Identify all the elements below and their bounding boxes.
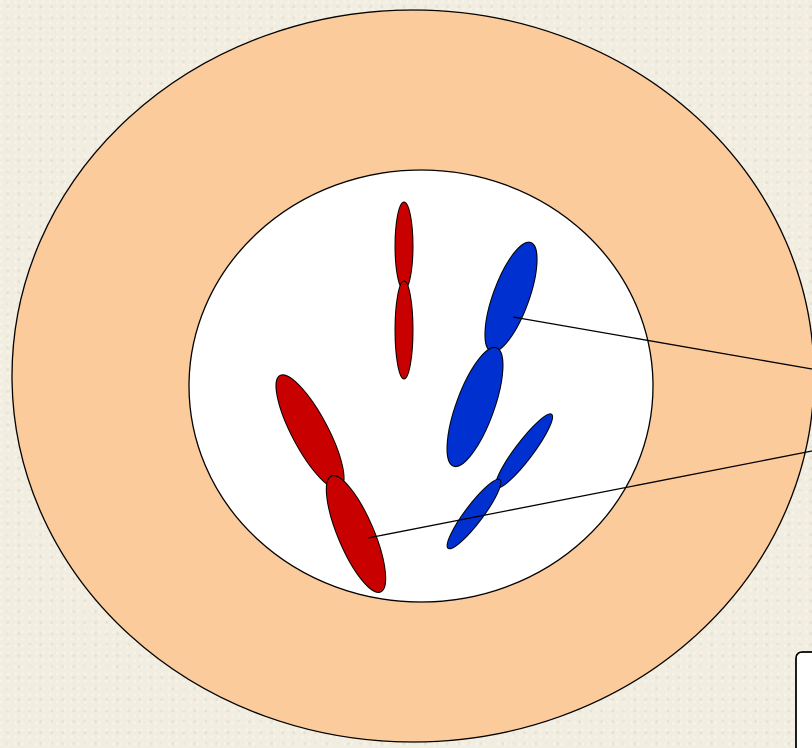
label-box-fill	[797, 653, 812, 748]
cell-nucleus	[189, 170, 653, 602]
red-chromatid	[395, 202, 413, 290]
red-chromatid	[395, 281, 413, 379]
